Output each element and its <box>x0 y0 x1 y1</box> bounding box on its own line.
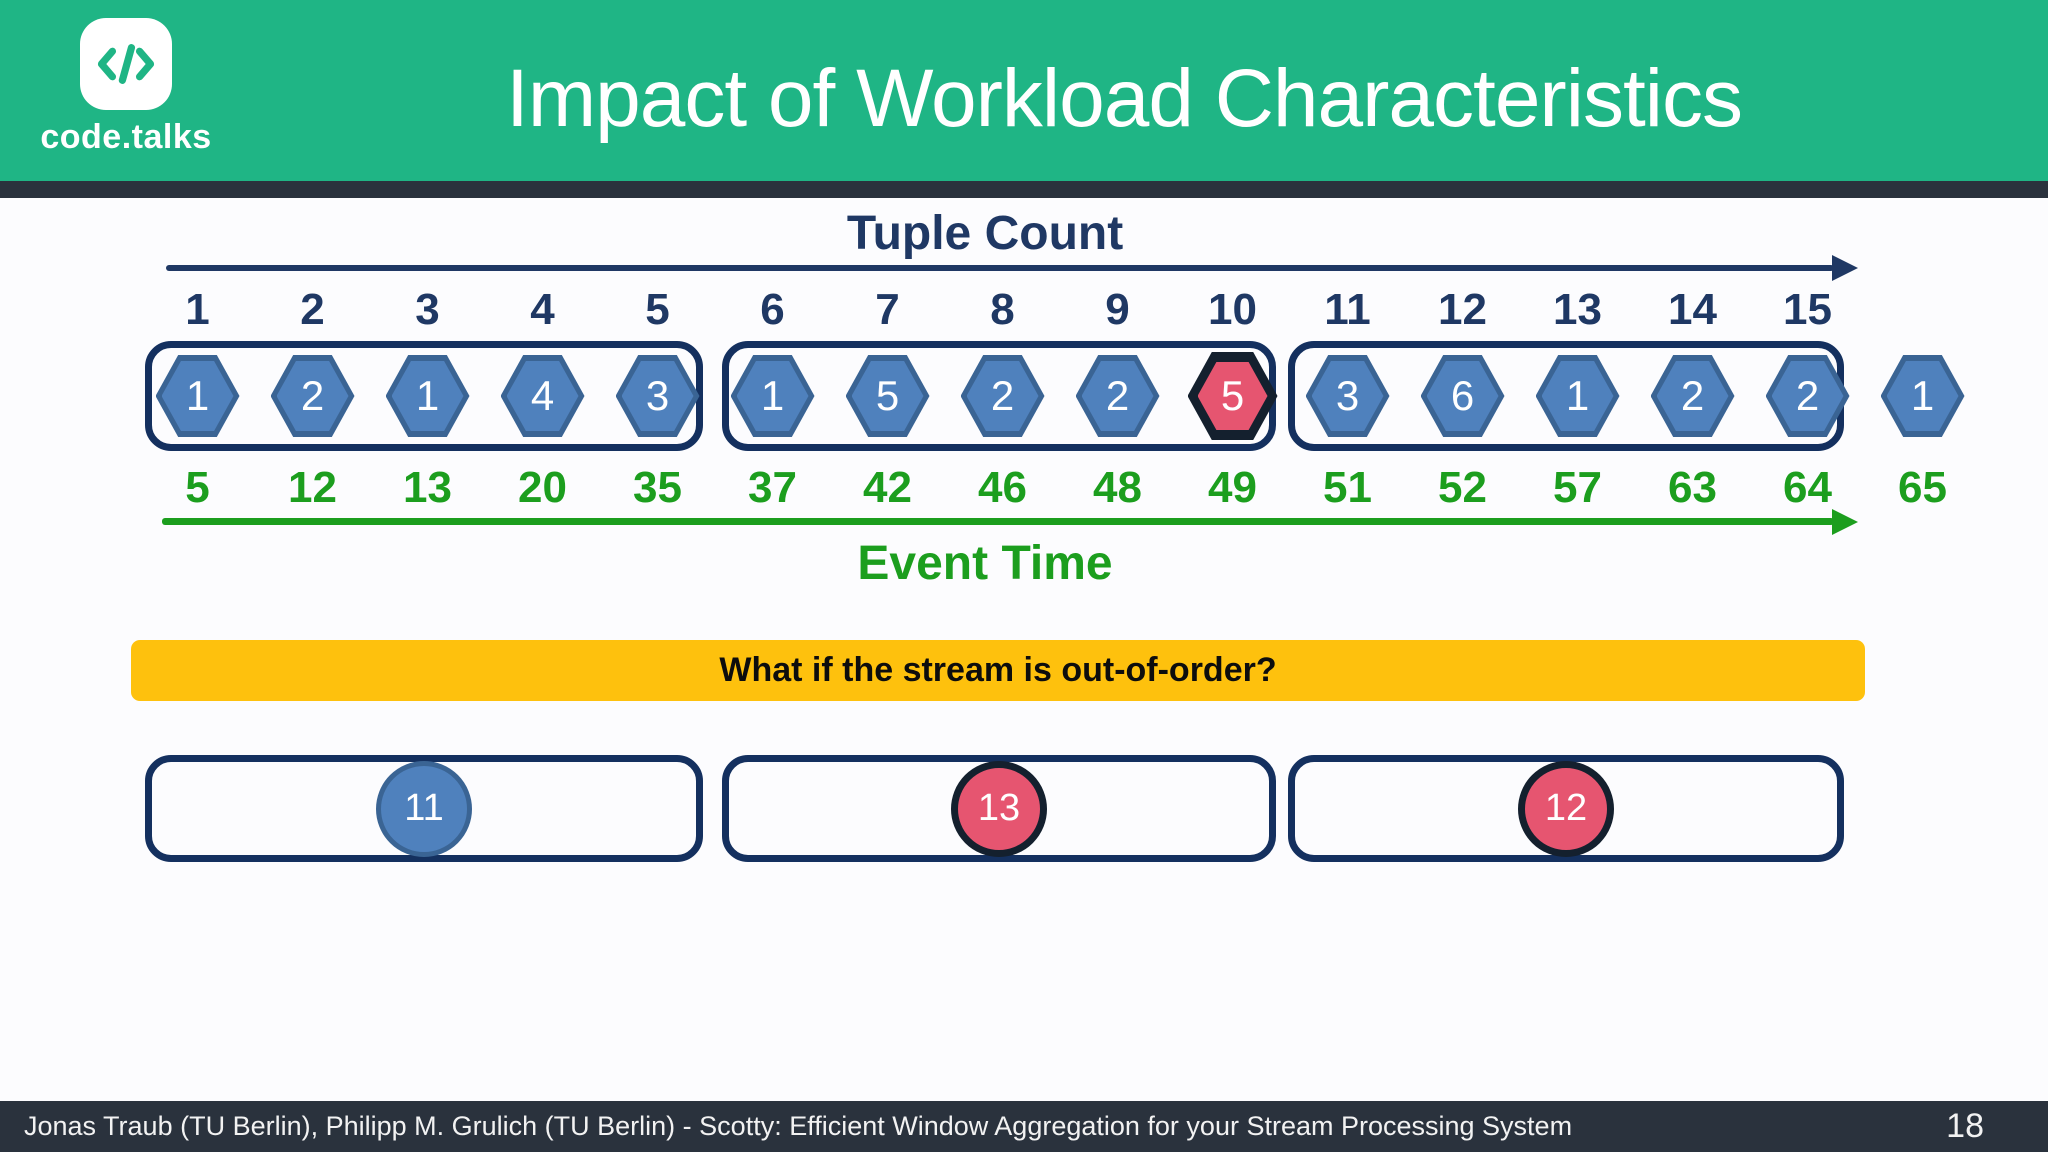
tuple-hexagon: 3 <box>1306 355 1390 437</box>
out-of-order-tuple: 12 <box>1518 760 1614 857</box>
event-time-value: 57 <box>1553 463 1602 512</box>
tuple-count-value: 14 <box>1668 285 1717 334</box>
out-of-order-window-1: 11 <box>145 755 703 862</box>
question-banner: What if the stream is out-of-order? <box>131 640 1865 701</box>
event-time-value: 64 <box>1783 463 1832 512</box>
codetalks-logo: code.talks <box>24 18 228 157</box>
tuple-value: 1 <box>1910 372 1935 419</box>
tuple-hexagon: 2 <box>271 355 355 437</box>
event-time-value: 46 <box>978 463 1027 512</box>
tuple-value: 6 <box>1450 372 1475 419</box>
tuple-count-label: Tuple Count <box>846 207 1124 260</box>
tuple-hexagon: 1 <box>156 355 240 437</box>
tuple-value: 1 <box>760 372 785 419</box>
event-time-value: 48 <box>1093 463 1142 512</box>
tuple-hexagon: 2 <box>1651 355 1735 437</box>
event-time-value: 52 <box>1438 463 1487 512</box>
out-of-order-value: 11 <box>404 787 444 829</box>
tuple-hexagon: 1 <box>1536 355 1620 437</box>
tuple-count-value: 2 <box>300 285 325 334</box>
arrow-head-icon <box>1832 508 1858 535</box>
tuple-hexagon: 1 <box>386 355 470 437</box>
tuple-hexagon: 4 <box>501 355 585 437</box>
header-divider <box>0 181 2048 198</box>
tuple-value: 1 <box>415 372 440 419</box>
event-time-value: 5 <box>185 463 210 512</box>
tuple-count-value: 12 <box>1438 285 1487 334</box>
event-time-value: 49 <box>1208 463 1257 512</box>
tuple-hexagon-out-of-order: 5 <box>1191 355 1275 437</box>
brand-name: code.talks <box>40 118 212 156</box>
tuple-hexagon: 2 <box>961 355 1045 437</box>
tuple-stream-row: 1 2 1 4 3 1 5 2 2 5 3 6 1 2 2 1 <box>140 344 1980 448</box>
tuple-hexagon: 1 <box>1881 355 1965 437</box>
out-of-order-value: 13 <box>977 787 1021 829</box>
out-of-order-window-3: 12 <box>1288 755 1844 862</box>
tuple-hexagon: 5 <box>846 355 930 437</box>
event-time-value: 12 <box>288 463 337 512</box>
tuple-count-value: 3 <box>415 285 440 334</box>
tuple-value: 5 <box>875 372 900 419</box>
tuple-count-value: 7 <box>875 285 900 334</box>
tuple-value: 2 <box>1795 372 1820 419</box>
count-window-1 <box>145 341 703 451</box>
event-time-value: 51 <box>1323 463 1372 512</box>
event-time-value: 65 <box>1898 463 1947 512</box>
tuple-value: 2 <box>990 372 1015 419</box>
tuple-count-value: 13 <box>1553 285 1602 334</box>
tuple-count-value: 11 <box>1324 285 1371 334</box>
code-brackets-icon <box>80 18 172 110</box>
tuple-value: 1 <box>1565 372 1590 419</box>
event-time-row: 5 12 13 20 35 37 42 46 48 49 51 52 57 63… <box>140 462 1980 514</box>
tuple-count-value: 1 <box>185 285 210 334</box>
event-time-value: 35 <box>633 463 682 512</box>
footer-credits: Jonas Traub (TU Berlin), Philipp M. Grul… <box>24 1111 1573 1141</box>
tuple-value: 2 <box>300 372 325 419</box>
event-time-value: 37 <box>748 463 797 512</box>
tuple-count-value: 6 <box>760 285 785 334</box>
tuple-count-value: 15 <box>1783 285 1832 334</box>
header: code.talks Impact of Workload Characteri… <box>0 0 2048 181</box>
out-of-order-value: 12 <box>1544 787 1588 829</box>
slide-title: Impact of Workload Characteristics <box>506 53 1743 144</box>
out-of-order-tuple: 13 <box>951 760 1047 857</box>
tuple-count-value: 5 <box>645 285 670 334</box>
tuple-hexagon: 1 <box>731 355 815 437</box>
tuple-value: 1 <box>185 372 210 419</box>
tuple-value: 2 <box>1105 372 1130 419</box>
tuple-hexagon: 6 <box>1421 355 1505 437</box>
question-banner-text: What if the stream is out-of-order? <box>719 651 1277 689</box>
tuple-count-axis-arrow <box>166 255 1858 281</box>
tuple-value: 4 <box>530 372 555 419</box>
tuple-value: 3 <box>1335 372 1360 419</box>
page-number: 18 <box>1946 1107 1984 1145</box>
tuple-value: 3 <box>645 372 670 419</box>
event-time-value: 20 <box>518 463 567 512</box>
footer: Jonas Traub (TU Berlin), Philipp M. Grul… <box>0 1101 2048 1152</box>
out-of-order-tuple: 11 <box>376 760 472 857</box>
tuple-hexagon: 2 <box>1766 355 1850 437</box>
tuple-value: 5 <box>1220 372 1245 419</box>
event-time-value: 13 <box>403 463 452 512</box>
event-time-label: Event Time <box>857 537 1113 590</box>
tuple-count-value: 8 <box>990 285 1015 334</box>
tuple-value: 2 <box>1680 372 1705 419</box>
tuple-hexagon: 2 <box>1076 355 1160 437</box>
tuple-count-row: 1 2 3 4 5 6 7 8 9 10 11 12 13 14 15 <box>140 284 1980 336</box>
tuple-hexagon: 3 <box>616 355 700 437</box>
tuple-count-value: 4 <box>530 285 555 334</box>
tuple-count-value: 10 <box>1208 285 1257 334</box>
event-time-value: 42 <box>863 463 912 512</box>
out-of-order-window-2: 13 <box>722 755 1276 862</box>
tuple-count-value: 9 <box>1105 285 1130 334</box>
event-time-axis-arrow <box>162 508 1858 535</box>
arrow-head-icon <box>1832 255 1858 281</box>
event-time-value: 63 <box>1668 463 1717 512</box>
